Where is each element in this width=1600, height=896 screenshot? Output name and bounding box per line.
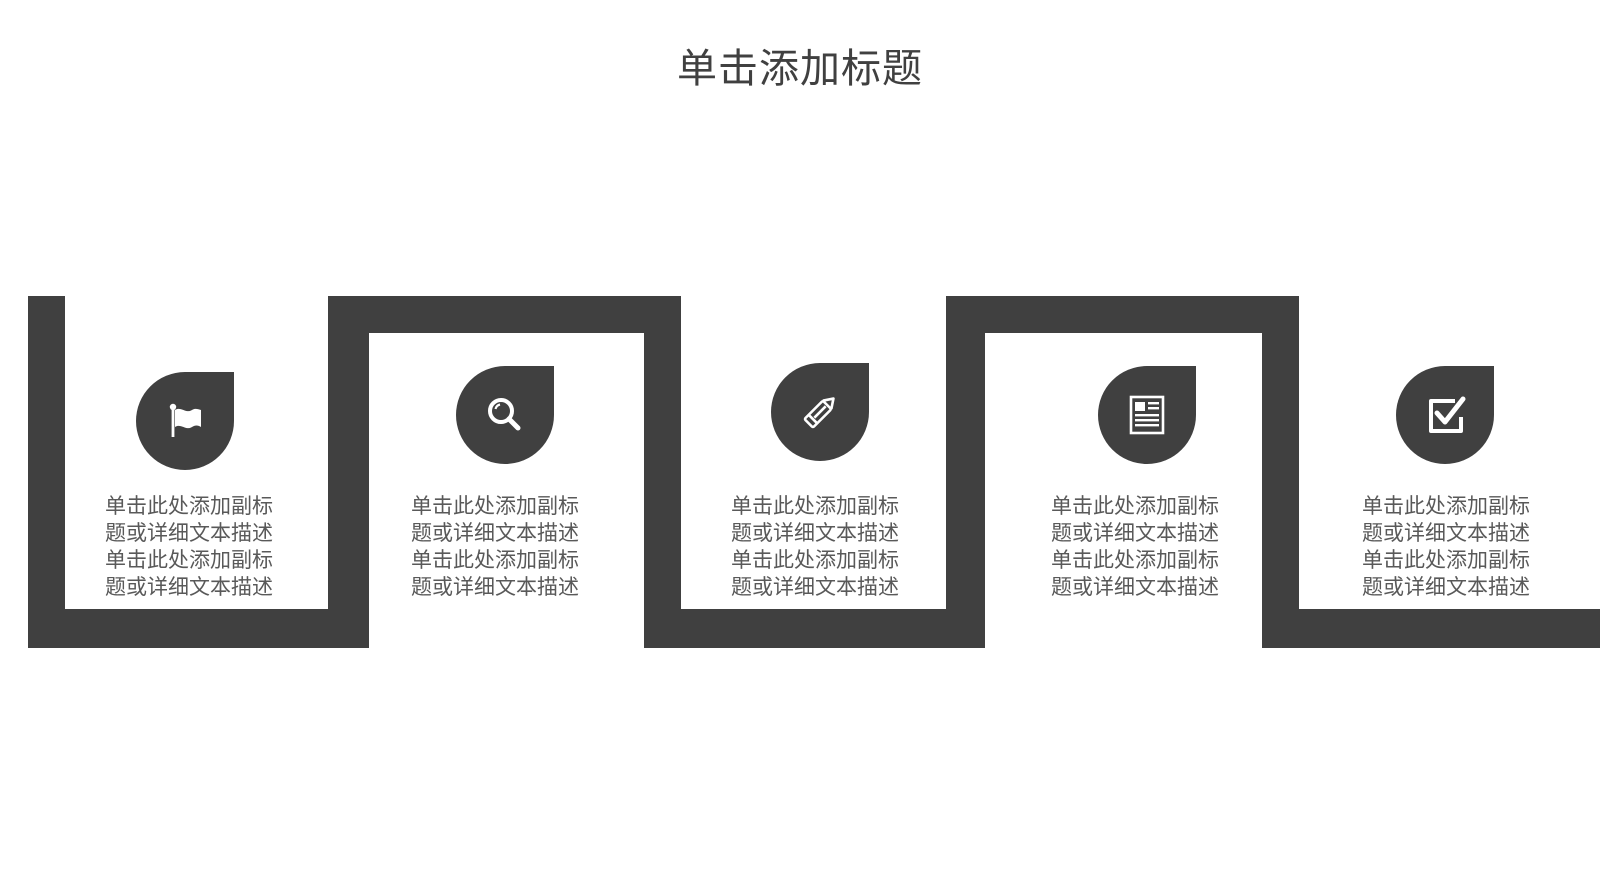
step-5-description[interactable]: 单击此处添加副标 题或详细文本描述 单击此处添加副标 题或详细文本描述 [1362,494,1530,599]
step-1-description[interactable]: 单击此处添加副标 题或详细文本描述 单击此处添加副标 题或详细文本描述 [105,494,273,599]
connector-segment [328,296,369,648]
connector-segment [328,296,681,333]
checkbox-icon [1429,396,1466,433]
pencil-icon [803,397,835,429]
step-5-badge [1396,366,1494,464]
connector-segment [644,609,985,648]
search-icon [488,398,521,431]
step-4-badge [1098,366,1196,464]
step-4-description[interactable]: 单击此处添加副标 题或详细文本描述 单击此处添加副标 题或详细文本描述 [1051,494,1219,599]
flag-icon [169,403,201,437]
connector-segment [946,296,985,648]
connector-segment [946,296,1299,333]
slide-title[interactable]: 单击添加标题 [677,46,923,92]
step-3-badge [771,363,869,461]
connector-segment [28,609,369,648]
connector-segment [28,296,65,648]
connector-segment [1262,296,1299,648]
step-1-badge [136,372,234,470]
connector-segment [644,296,681,648]
connector-segment [1262,609,1600,648]
step-3-description[interactable]: 单击此处添加副标 题或详细文本描述 单击此处添加副标 题或详细文本描述 [731,494,899,599]
step-2-description[interactable]: 单击此处添加副标 题或详细文本描述 单击此处添加副标 题或详细文本描述 [411,494,579,599]
step-2-badge [456,366,554,464]
document-icon [1129,395,1165,435]
